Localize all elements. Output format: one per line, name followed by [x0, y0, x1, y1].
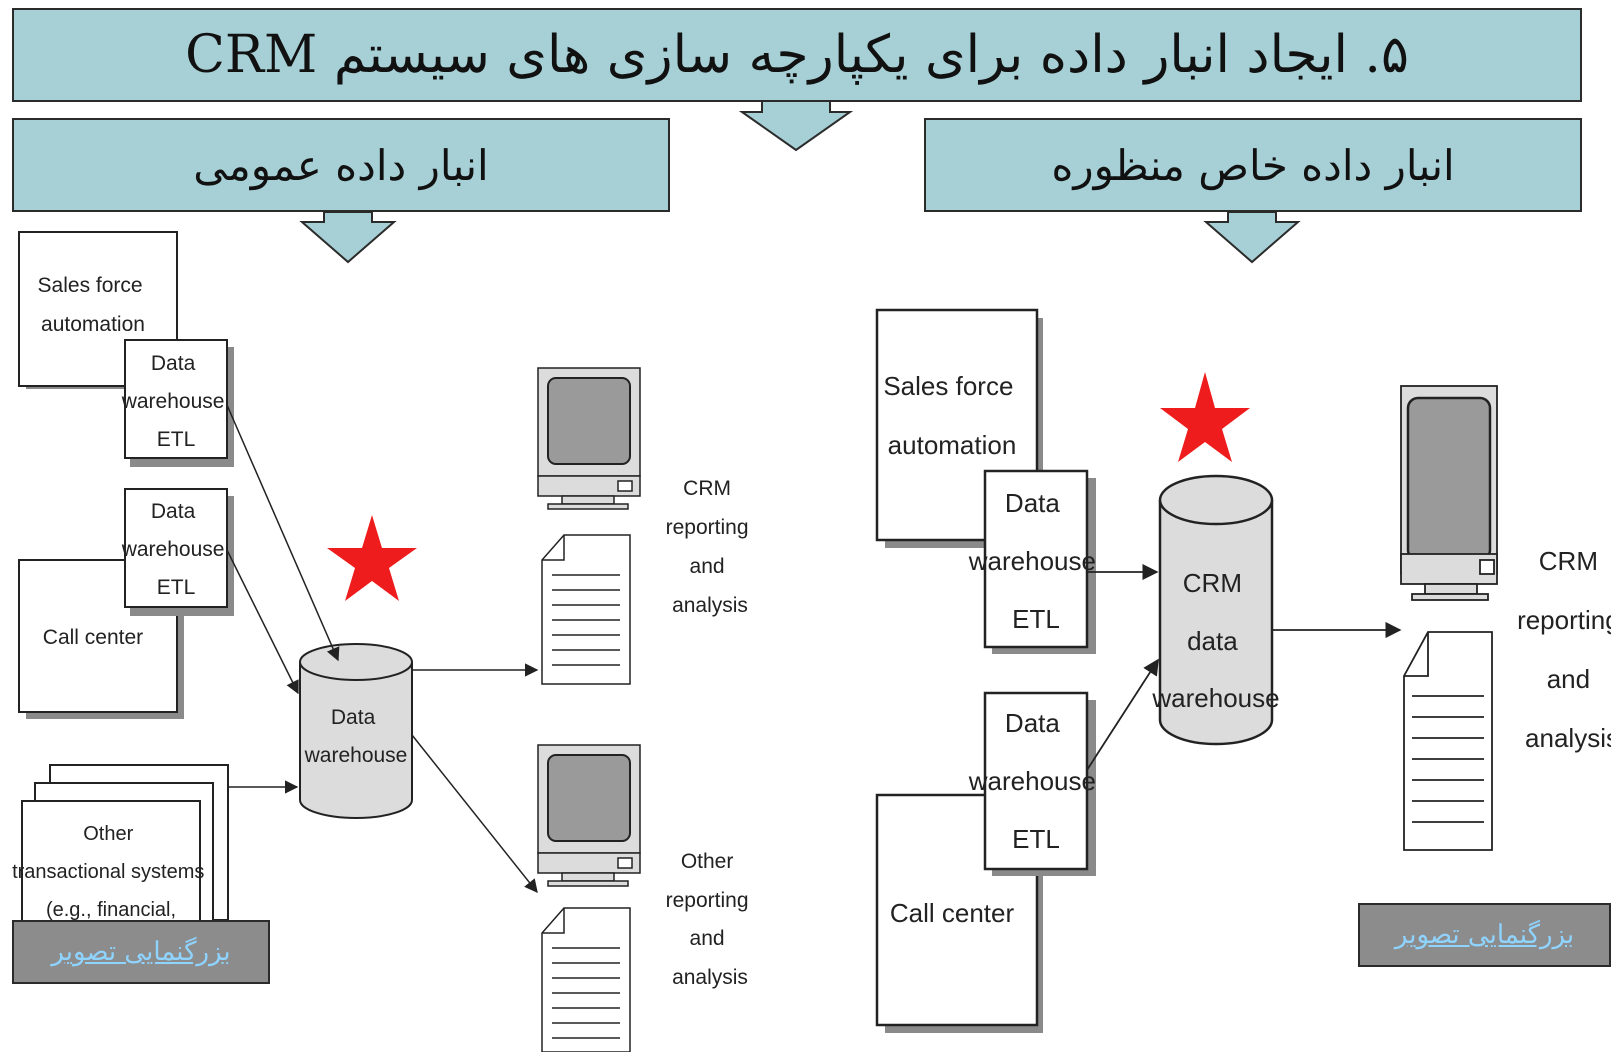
down-arrow-icon	[299, 211, 397, 264]
svg-text:Data warehouse: Data warehouse	[304, 706, 408, 767]
computer-monitor-icon	[1400, 385, 1498, 601]
crm-reporting-label: CRM reporting and analysis	[666, 477, 755, 617]
svg-text:Data warehouse ETL: Data warehouse ETL	[968, 708, 1103, 854]
etl-box-2: Data warehouse ETL	[121, 488, 234, 616]
document-icon	[1403, 631, 1493, 851]
svg-text:Data warehouse ETL: Data warehouse ETL	[968, 488, 1103, 634]
background-stripes	[750, 222, 850, 1042]
database-cylinder-icon: CRM data warehouse	[1151, 474, 1280, 746]
call-center-box: Call center	[18, 559, 184, 719]
svg-text:Other transactional syst: Other transactional systems (e.g., finan…	[12, 823, 210, 921]
svg-text:Data warehouse ETL: Data warehouse ETL	[121, 500, 231, 599]
flow-arrows	[226, 404, 539, 894]
computer-monitor-icon	[537, 744, 641, 887]
svg-text:Sales force automation: Sales force automation	[883, 371, 1020, 460]
zoom-image-link-right[interactable]: بزرگنمایی تصویر	[1358, 903, 1611, 967]
right-panel-header: انبار داده خاص منظوره	[924, 118, 1582, 212]
computer-monitor-icon	[537, 367, 641, 510]
etl-box-2: Data warehouse ETL	[968, 691, 1103, 876]
down-arrow-icon	[1203, 211, 1301, 264]
page-title: ۵. ایجاد انبار داده برای یکپارچه سازی ها…	[12, 8, 1582, 102]
call-center-label: Call center	[43, 626, 143, 649]
document-icon	[541, 534, 631, 685]
other-reporting-label: Other reporting and analysis	[666, 850, 755, 989]
other-transactional-box: Other transactional systems (e.g., finan…	[12, 764, 229, 934]
etl-box-1: Data warehouse ETL	[968, 469, 1103, 654]
document-icon	[541, 907, 631, 1053]
flow-arrows	[1086, 563, 1402, 771]
database-cylinder-icon: Data warehouse	[299, 643, 413, 819]
star-icon	[1160, 372, 1250, 462]
svg-text:CRM data warehouse: CRM data warehouse	[1151, 568, 1279, 713]
zoom-image-link-left[interactable]: بزرگنمایی تصویر	[12, 920, 270, 984]
etl-box-1: Data warehouse ETL	[121, 339, 234, 467]
crm-reporting-label: CRM reporting and analysis	[1517, 546, 1611, 753]
star-icon	[327, 515, 417, 601]
svg-text:Call center: Call center	[890, 898, 1015, 928]
sales-force-label: Sales force automation	[38, 274, 149, 336]
svg-text:Data warehouse ETL: Data warehouse ETL	[121, 352, 231, 451]
down-arrow-icon	[738, 99, 854, 152]
left-panel-header: انبار داده عمومی	[12, 118, 670, 212]
